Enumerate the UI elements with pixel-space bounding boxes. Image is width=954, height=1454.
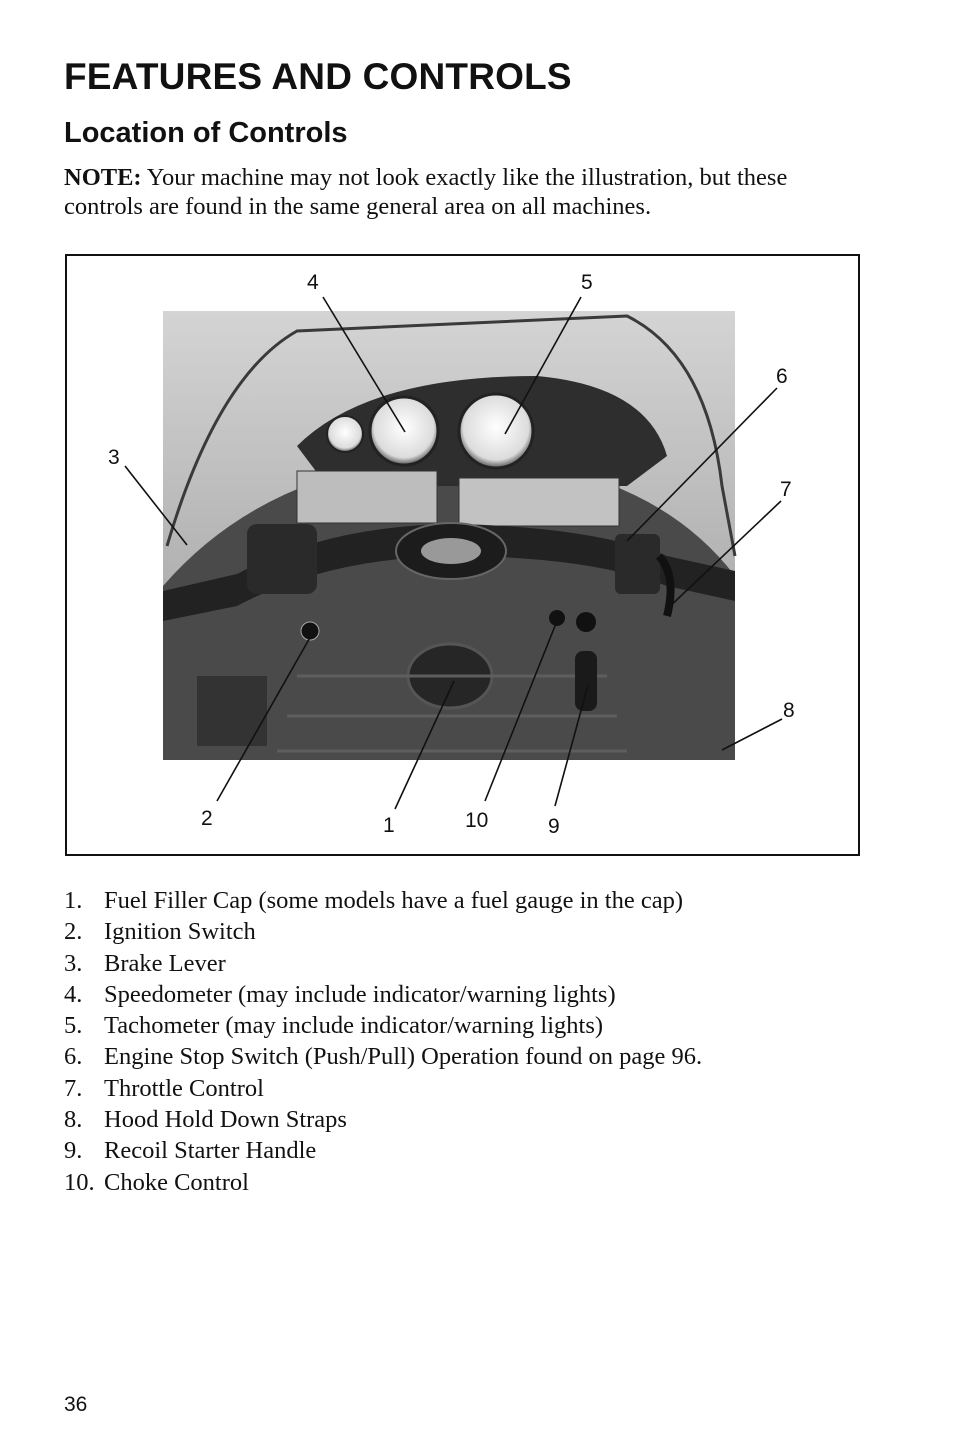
page-heading: FEATURES AND CONTROLS (64, 56, 572, 97)
list-item-text: Engine Stop Switch (Push/Pull) Operation… (104, 1043, 703, 1071)
list-item: 6. Engine Stop Switch (Push/Pull) Operati… (64, 1041, 702, 1072)
list-item-number: 6. (64, 1043, 83, 1071)
list-item-number: 5. (64, 1012, 83, 1040)
note-text: Your machine may not look exactly like t… (64, 164, 788, 220)
list-item-text: Choke Control (104, 1168, 249, 1196)
list-item: 7. Throttle Control (64, 1073, 702, 1104)
list-item: 9. Recoil Starter Handle (64, 1135, 702, 1166)
list-item: 5. Tachometer (may include indicator/warn… (64, 1010, 702, 1041)
list-item-number: 3. (64, 949, 83, 977)
page-number: 36 (64, 1393, 88, 1416)
controls-photo-illustration: 4 5 6 3 7 8 2 1 10 9 (108, 271, 795, 838)
list-item-text: Throttle Control (104, 1074, 264, 1102)
list-item-number: 1. (64, 887, 83, 914)
list-item-text: Fuel Filler Cap (some models have a fuel… (104, 887, 683, 914)
list-item-number: 7. (64, 1074, 83, 1102)
list-item-text: Speedometer (may include indicator/warni… (104, 980, 616, 1008)
list-item: 4. Speedometer (may include indicator/war… (64, 979, 702, 1010)
list-item-text: Tachometer (may include indicator/warnin… (104, 1012, 604, 1040)
list-item-number: 8. (64, 1106, 83, 1134)
section-heading: Location of Controls (64, 117, 348, 149)
list-item-text: Brake Lever (104, 949, 226, 977)
note-paragraph: NOTE: Your machine may not look exactly … (64, 163, 864, 221)
callout-8: 8 (783, 699, 795, 722)
callout-4: 4 (307, 271, 319, 294)
controls-list: 1. Fuel Filler Cap (some models have a fu… (64, 885, 702, 1198)
callout-3: 3 (108, 446, 120, 469)
list-item: 3. Brake Lever (64, 948, 702, 979)
callout-5: 5 (581, 271, 593, 294)
list-item-number: 4. (64, 980, 83, 1008)
controls-figure: 4 5 6 3 7 8 2 1 10 9 (65, 254, 860, 856)
callout-2: 2 (201, 807, 213, 830)
list-item: 1. Fuel Filler Cap (some models have a fu… (64, 885, 702, 916)
list-item: 10. Choke Control (64, 1167, 702, 1198)
list-item-number: 10. (64, 1168, 95, 1196)
callout-1: 1 (383, 814, 395, 837)
list-item: 2. Ignition Switch (64, 916, 702, 947)
list-item-number: 2. (64, 918, 83, 946)
callout-7: 7 (780, 478, 792, 501)
callout-10: 10 (465, 809, 488, 832)
list-item: 8. Hood Hold Down Straps (64, 1104, 702, 1135)
callout-9: 9 (548, 815, 560, 838)
list-item-text: Hood Hold Down Straps (104, 1106, 347, 1134)
callout-6: 6 (776, 365, 788, 388)
leader-lines (124, 296, 783, 810)
list-item-text: Ignition Switch (104, 918, 256, 946)
list-item-text: Recoil Starter Handle (104, 1137, 317, 1165)
list-item-number: 9. (64, 1137, 83, 1165)
note-label: NOTE: (64, 164, 142, 191)
snowmobile-photo (163, 311, 737, 760)
